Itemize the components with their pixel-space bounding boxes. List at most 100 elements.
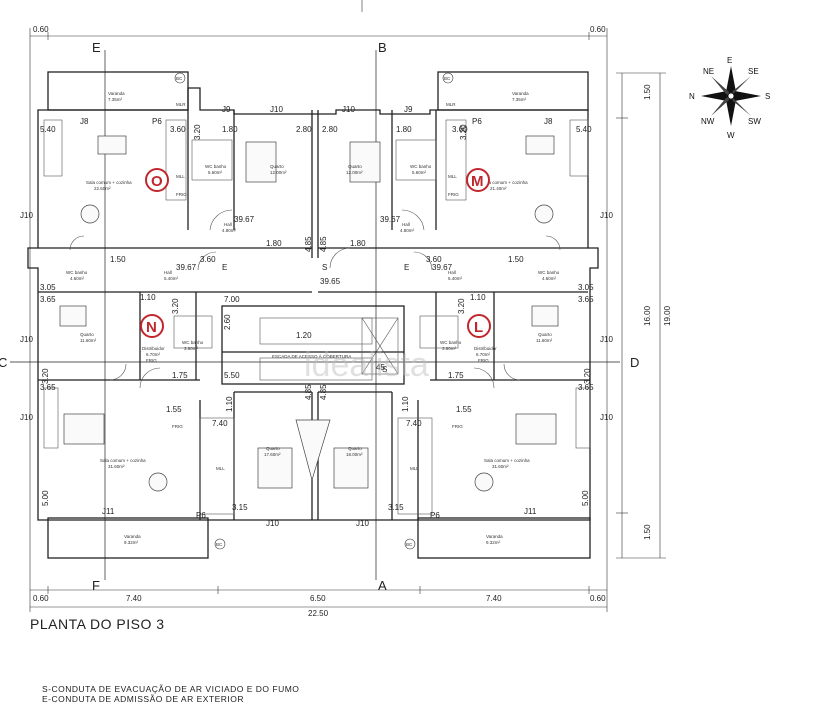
label-mlr-bottom-right: MLL xyxy=(410,466,419,471)
dim-110-right: 1.10 xyxy=(470,293,486,302)
label-frig-mid-left: FRIG xyxy=(146,358,157,363)
axis-label-c: C xyxy=(0,355,7,370)
room-wc-L2: WC banho xyxy=(440,340,462,345)
dim-110-left: 1.10 xyxy=(140,293,156,302)
dim-540-right: 5.40 xyxy=(576,125,592,134)
dim-bottom-left: 0.60 xyxy=(33,594,49,603)
dim-110-lower-right: 1.10 xyxy=(401,396,410,412)
dim-360-right: 3.60 xyxy=(452,125,468,134)
label-frig-top-left: FRIG xyxy=(176,192,187,197)
dim-360-hall-left: 3.60 xyxy=(200,255,216,264)
dim-320-lower-left: 3.20 xyxy=(41,368,50,384)
label-j8-right: J8 xyxy=(544,117,553,126)
label-j9-left: J9 xyxy=(222,105,231,114)
area-hall-M: 4.80m² xyxy=(400,228,415,233)
dim-120: 1.20 xyxy=(296,331,312,340)
svg-text:BC: BC xyxy=(216,542,223,547)
compass-label-w: W xyxy=(727,131,735,140)
dim-315-left: 3.15 xyxy=(232,503,248,512)
dimension-lines xyxy=(29,0,666,612)
compass-label-s: S xyxy=(765,92,770,101)
outer-dimensions: 0.60 0.60 0.60 0.60 7.40 6.50 7.40 22.50… xyxy=(33,25,672,618)
area-sala-O: 22.60m² xyxy=(94,186,111,191)
dim-305-left: 3.05 xyxy=(40,283,56,292)
axis-label-d: D xyxy=(630,355,639,370)
dim-260: 2.60 xyxy=(223,314,232,330)
unit-markers: O M N L xyxy=(140,168,491,338)
label-j10-side-right-3: J10 xyxy=(600,413,613,422)
dim-365-left: 3.65 xyxy=(40,295,56,304)
dim-365-lower-left: 3.65 xyxy=(40,383,56,392)
unit-marker-n: N xyxy=(140,314,164,338)
dim-305-right: 3.05 xyxy=(578,283,594,292)
unit-marker-m: M xyxy=(466,168,490,192)
bc-marker-top-right: BC xyxy=(442,72,454,84)
area-hall-N: 5.40m² xyxy=(164,276,179,281)
room-wc-M: WC banho xyxy=(410,164,432,169)
dim-bottom-right: 0.60 xyxy=(590,594,606,603)
opening-labels: J8 J8 J9 J9 J10 J10 J10 J10 J10 J10 J10 … xyxy=(20,105,613,528)
dim-320-right: 3.20 xyxy=(459,124,468,140)
hall-area-right: 39.67 xyxy=(380,215,401,224)
label-mll-top-left: MLL xyxy=(176,174,185,179)
compass-label-sw: SW xyxy=(748,117,761,126)
dim-180-left: 1.80 xyxy=(222,125,238,134)
unit-marker-l: L xyxy=(467,314,491,338)
room-sala-M: Sala comum + cozinha xyxy=(482,180,528,185)
svg-text:N: N xyxy=(146,319,157,336)
label-j10-bottom-right: J10 xyxy=(356,519,369,528)
area-sala-N: 31.60m² xyxy=(108,464,125,469)
room-hall-M: Hall xyxy=(402,222,410,227)
compass-label-nw: NW xyxy=(701,117,715,126)
compass-label-n: N xyxy=(689,92,695,101)
room-hall-N: Hall xyxy=(164,270,172,275)
bc-markers: BC BC BC BC MLR MLR MLL MLL MLL MLL FRIG… xyxy=(146,72,489,550)
label-p6-top-left: P6 xyxy=(152,117,162,126)
dim-155-right: 1.55 xyxy=(456,405,472,414)
core-area: 39.65 xyxy=(320,277,341,286)
dim-740-right-kitchen: 7.40 xyxy=(406,419,422,428)
svg-text:O: O xyxy=(151,173,163,190)
label-j10-left: J10 xyxy=(270,105,283,114)
room-quarto-O: Quarto xyxy=(270,164,284,169)
note-intake-duct: E-CONDUTA DE ADMISSÃO DE AR EXTERIOR xyxy=(42,694,245,704)
axis-label-b: B xyxy=(378,40,387,55)
dim-110-lower-left: 1.10 xyxy=(225,396,234,412)
svg-text:BC: BC xyxy=(444,76,451,81)
room-wc-L: WC banho xyxy=(538,270,560,275)
dim-740-left-kitchen: 7.40 xyxy=(212,419,228,428)
area-hall-O: 4.80m² xyxy=(222,228,237,233)
dim-150-left: 1.50 xyxy=(110,255,126,264)
dim-175-left: 1.75 xyxy=(172,371,188,380)
bc-marker-top-left: BC xyxy=(174,72,186,84)
dim-550: 5.50 xyxy=(224,371,240,380)
svg-text:L: L xyxy=(474,319,483,336)
label-frig-top-right: FRIG xyxy=(448,192,459,197)
dim-485-mid-2: 4.85 xyxy=(319,236,328,252)
room-hall-O: Hall xyxy=(224,222,232,227)
bc-marker-bottom-right: BC xyxy=(404,538,416,550)
dim-485-mid-1: 4.85 xyxy=(304,236,313,252)
dim-right-150-bottom: 1.50 xyxy=(643,524,652,540)
dim-320-lower-right: 3.20 xyxy=(583,368,592,384)
dim-280-right: 2.80 xyxy=(322,125,338,134)
duct-markers: S E E S xyxy=(222,263,409,374)
area-varanda-top-right: 7.35m² xyxy=(512,97,527,102)
dim-485-lower-1: 4.85 xyxy=(304,384,313,400)
door-swings xyxy=(69,209,561,389)
area-sala-M: 21.40m² xyxy=(490,186,507,191)
dim-right-1600: 16.00 xyxy=(643,305,652,326)
watermark-logo: idealista xyxy=(304,346,429,384)
label-j11-right: J11 xyxy=(524,507,537,516)
label-mlr-top-right: MLR xyxy=(446,102,456,107)
label-j10-side-left: J10 xyxy=(20,211,33,220)
compass-label-se: SE xyxy=(748,67,759,76)
room-sala-L: Sala comum + cozinha xyxy=(484,458,530,463)
room-wc-O: WC banho xyxy=(205,164,227,169)
area-varanda-top-left: 7.35m² xyxy=(108,97,123,102)
dim-top-right: 0.60 xyxy=(590,25,606,34)
interior-dimensions: 5.40 5.40 3.60 3.60 3.20 3.20 1.80 1.80 … xyxy=(40,124,594,512)
dim-top-left: 0.60 xyxy=(33,25,49,34)
area-sala-L: 31.60m² xyxy=(492,464,509,469)
